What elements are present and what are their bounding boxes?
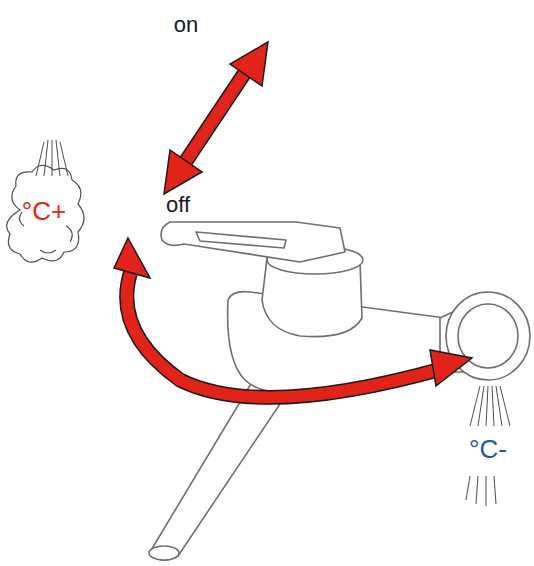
on-label: on	[174, 14, 198, 36]
hot-spray	[36, 140, 68, 176]
off-label: off	[166, 194, 190, 216]
lever	[161, 222, 345, 262]
cold-spray	[466, 386, 510, 506]
steam-cloud	[7, 165, 84, 262]
lever-slot	[196, 232, 286, 248]
cold-label: °C-	[469, 436, 507, 462]
hot-label: °C+	[22, 198, 66, 224]
temperature-arrow	[114, 238, 472, 397]
on-off-arrow	[164, 42, 268, 194]
spout-tip	[149, 546, 179, 560]
